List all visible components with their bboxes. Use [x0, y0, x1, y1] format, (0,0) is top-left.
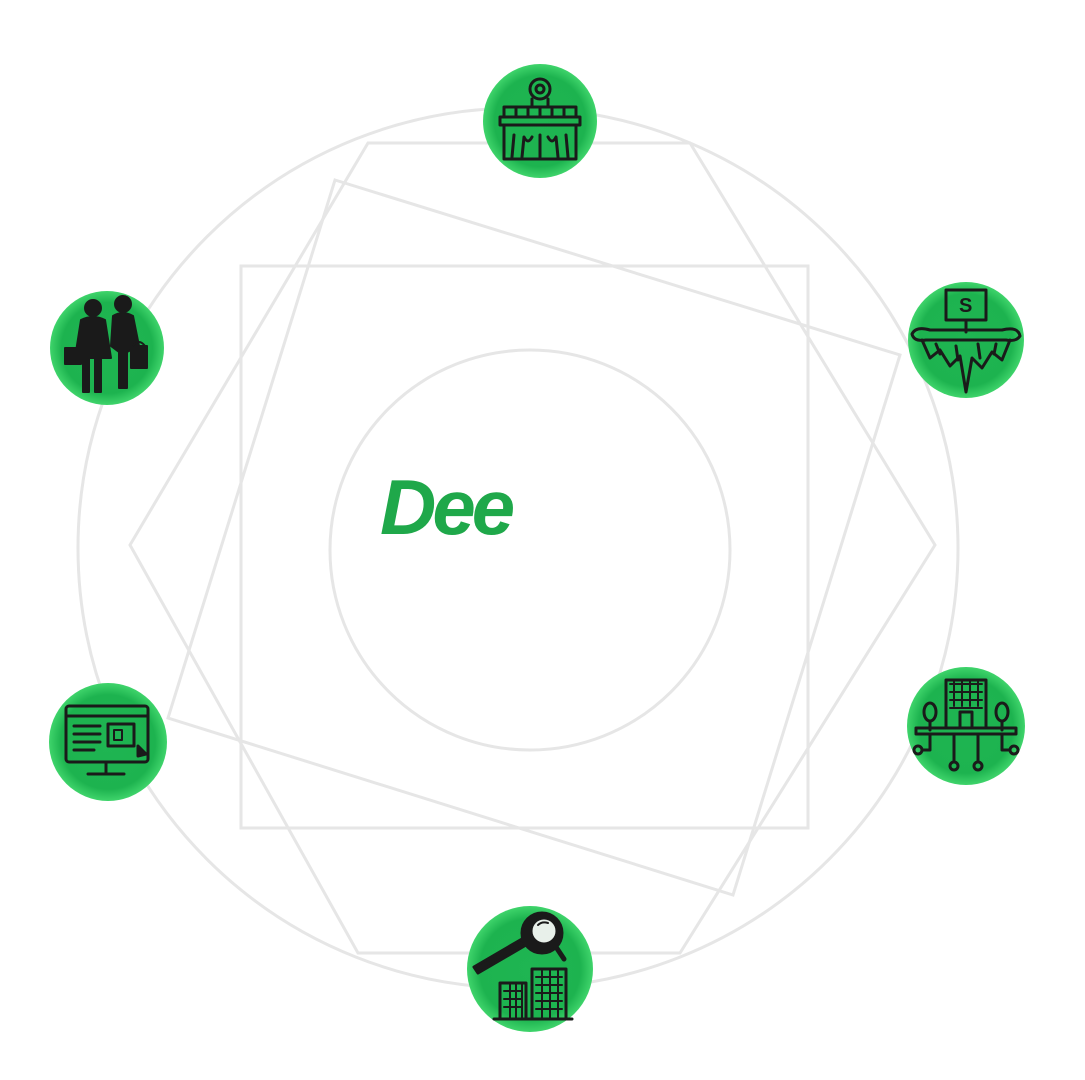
- inner-square: [239, 264, 810, 830]
- shopping-couple-icon: [64, 295, 148, 393]
- background-geometry: [76, 106, 960, 990]
- node-monitor-listing[interactable]: [49, 683, 167, 801]
- building-network-icon: [912, 678, 1020, 772]
- monitor-listing-icon: [64, 704, 150, 776]
- inner-ring: [328, 348, 732, 752]
- outer-ring: [76, 106, 960, 990]
- dee-logo: Dee: [380, 463, 515, 551]
- node-key-building[interactable]: [467, 906, 593, 1032]
- key-building-search-icon: [472, 911, 574, 1021]
- rotated-square: [166, 178, 902, 897]
- floating-island-sign-icon: S: [910, 288, 1022, 394]
- node-shopping-couple[interactable]: [50, 291, 164, 405]
- node-floating-island[interactable]: S: [908, 282, 1024, 398]
- storefront-icon: [498, 77, 582, 161]
- node-building-network[interactable]: [907, 667, 1025, 785]
- svg-text:S: S: [959, 295, 972, 317]
- octagon: [128, 141, 937, 955]
- node-storefront[interactable]: [483, 64, 597, 178]
